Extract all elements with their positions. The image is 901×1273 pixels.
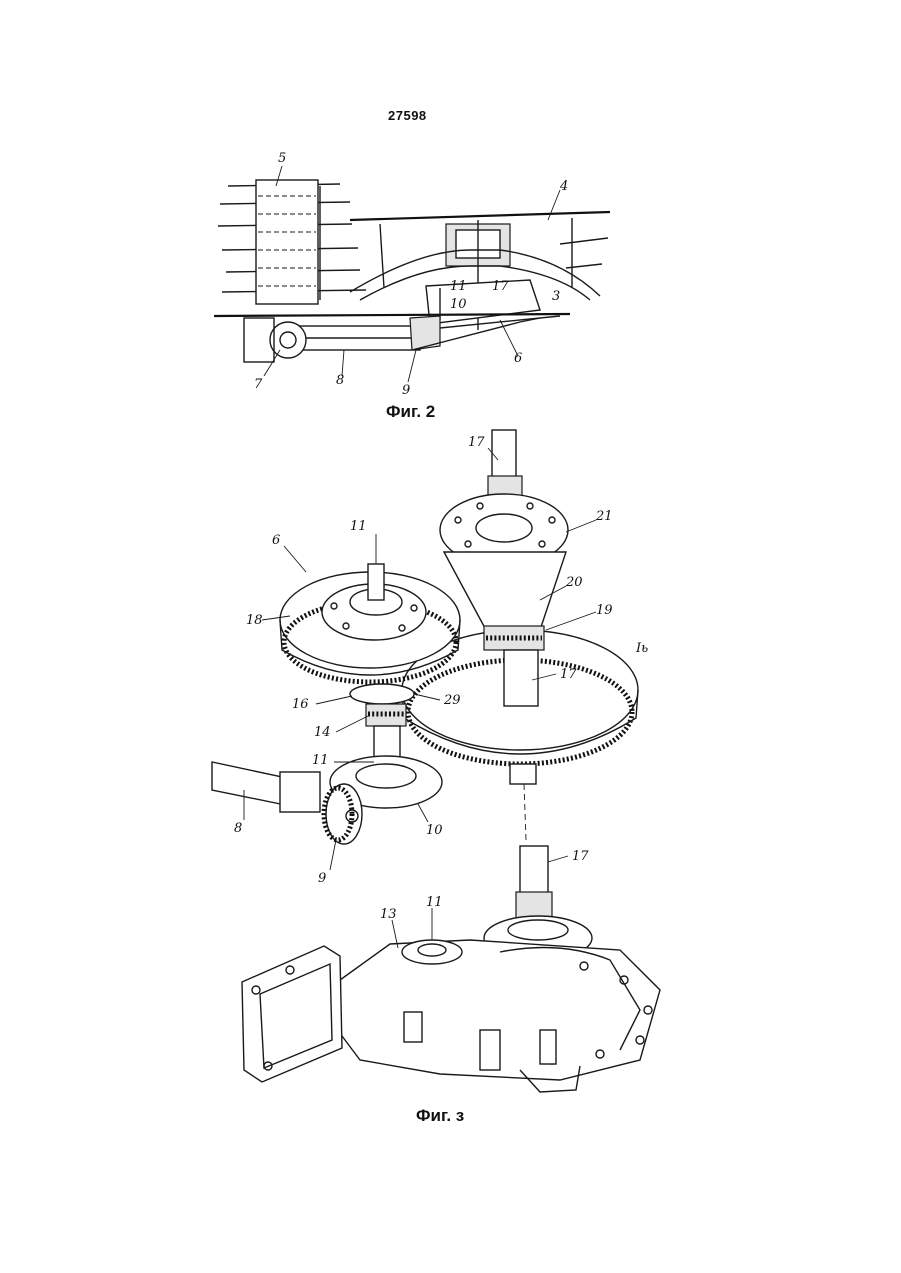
fig3-label: 10 bbox=[426, 823, 443, 838]
fig3-gearbox bbox=[242, 846, 660, 1092]
fig3-label: 18 bbox=[246, 613, 263, 628]
fig2-label: 10 bbox=[450, 297, 467, 312]
fig2-label: 8 bbox=[336, 373, 344, 388]
fig2-label: 5 bbox=[278, 151, 286, 166]
fig2-label: 17 bbox=[492, 279, 509, 294]
fig2-label: 7 bbox=[254, 377, 263, 392]
fig3-label: 16 bbox=[292, 697, 309, 712]
fig3-label: 13 bbox=[380, 907, 397, 922]
fig3-label: 11 bbox=[312, 753, 329, 768]
fig3-label: 19 bbox=[596, 603, 613, 618]
figure-2-caption: Фиг. 2 bbox=[386, 402, 435, 422]
fig3-label: 9 bbox=[318, 871, 326, 886]
fig3-label: 20 bbox=[565, 575, 583, 590]
fig3-label: 17 bbox=[572, 849, 589, 864]
fig2-label: 9 bbox=[402, 383, 410, 398]
fig3-label: 8 bbox=[234, 821, 242, 836]
fig2-label: 11 bbox=[450, 279, 467, 294]
fig3-label: 11 bbox=[350, 519, 367, 534]
fig3-label: 6 bbox=[272, 533, 280, 548]
fig3-label: 11 bbox=[426, 895, 443, 910]
fig2-frame-lines bbox=[214, 180, 610, 362]
fig3-label: 17 bbox=[560, 667, 577, 682]
fig3-label: 17 bbox=[468, 435, 485, 450]
figure-3-caption: Фиг. з bbox=[416, 1106, 464, 1126]
fig3-gearset bbox=[212, 430, 638, 844]
fig3-label: 14 bbox=[314, 725, 331, 740]
fig3-label: 21 bbox=[595, 509, 613, 524]
fig2-label: 3 bbox=[552, 289, 560, 304]
fig2-label: 4 bbox=[559, 179, 568, 194]
fig3-label: 29 bbox=[443, 693, 461, 708]
fig3-label: Iь bbox=[635, 641, 648, 656]
fig2-label: 6 bbox=[514, 351, 522, 366]
